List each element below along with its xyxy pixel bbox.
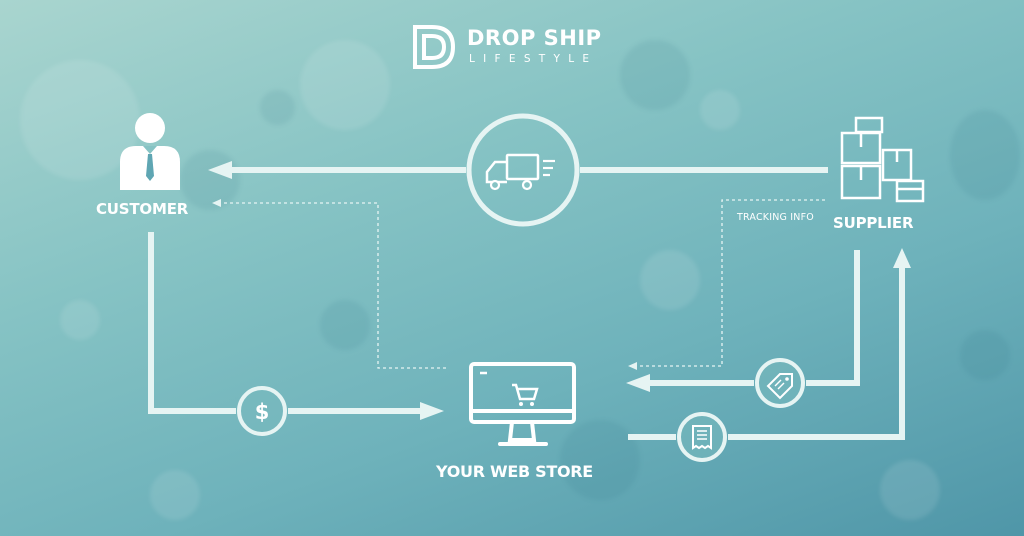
customer-label: CUSTOMER xyxy=(96,200,189,218)
brand-title: DROP SHIP xyxy=(467,26,602,50)
brand-subtitle: LIFESTYLE xyxy=(469,53,598,65)
shipping-flow-line xyxy=(208,161,828,179)
notification-dashed-line xyxy=(212,199,446,369)
svg-text:$: $ xyxy=(255,400,270,424)
order-flow-line xyxy=(628,248,911,440)
web-store-monitor-icon xyxy=(469,362,576,446)
receipt-icon xyxy=(677,412,727,462)
price-tag-icon xyxy=(755,358,805,408)
tracking-info-label: TRACKING INFO xyxy=(737,212,814,223)
brand-logo: DROP SHIP LIFESTYLE xyxy=(412,24,622,70)
payment-flow-line xyxy=(148,232,444,420)
supplier-label: SUPPLIER xyxy=(833,214,914,232)
dollar-icon: $ xyxy=(237,386,287,436)
customer-person-icon xyxy=(120,113,180,190)
supplier-boxes-icon xyxy=(840,116,925,203)
tracking-dashed-line xyxy=(628,199,825,370)
pricing-flow-line xyxy=(626,250,860,392)
delivery-truck-icon xyxy=(466,113,580,227)
web-store-label: YOUR WEB STORE xyxy=(436,462,593,481)
logo-mark-icon xyxy=(413,25,456,69)
